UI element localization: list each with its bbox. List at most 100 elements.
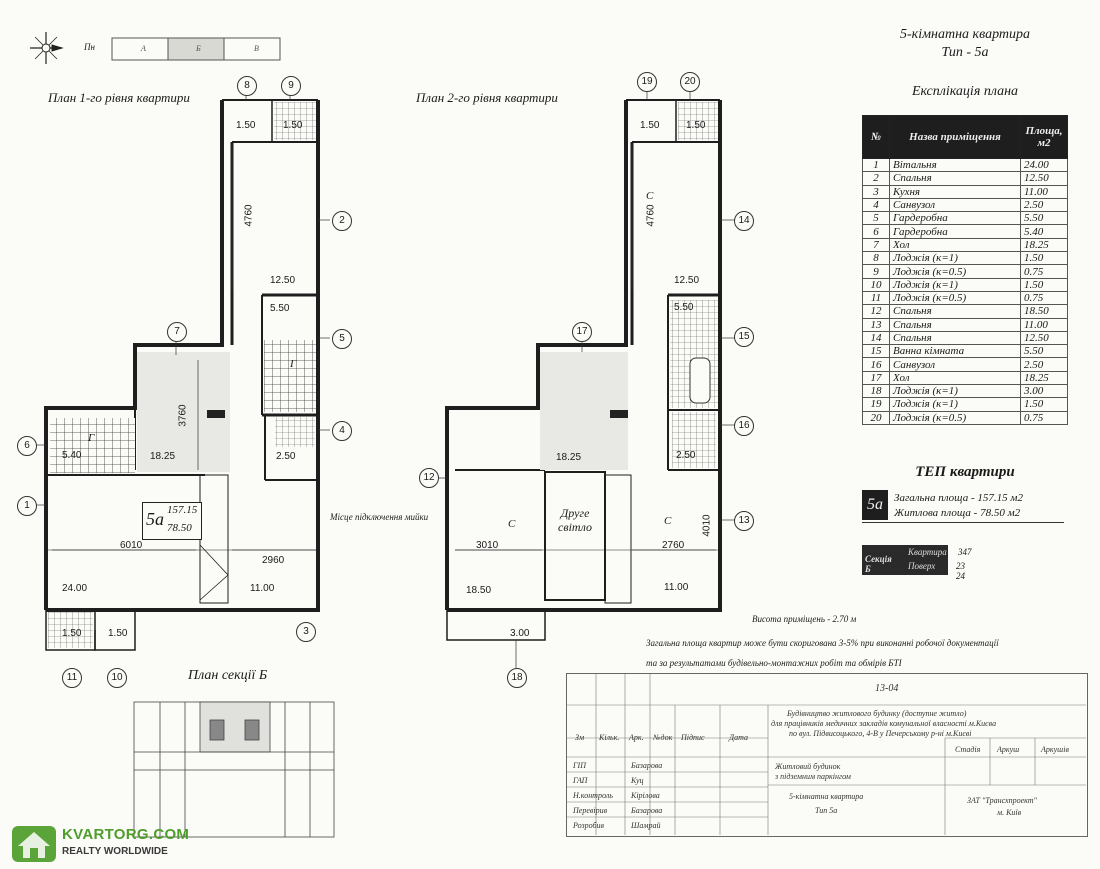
stamp-name-4: Базарова [631,806,663,815]
p2-dim-12-50: 12.50 [674,275,700,286]
note-line1: Загальна площа квартир може бути скориго… [646,638,999,648]
tile-area-6 [50,418,135,473]
p2-mark-c2: С [508,518,516,530]
p1-mark-g1: Г [88,432,95,444]
room-marker-16: 16 [734,416,754,436]
room-name: Ванна кімната [889,344,1021,359]
flat-label: Квартира [908,547,947,557]
p2-dim-11-00: 11.00 [664,582,689,593]
section-dark-cell [862,545,948,575]
room-marker-11: 11 [62,668,82,688]
room-name: Лоджія (к=0.5) [889,410,1021,425]
stamp-org2: м. Київ [997,808,1022,817]
room-area: 5.50 [1020,344,1068,359]
tep-box: 5а Загальна площа - 157.15 м2 Житлова пл… [862,488,1064,523]
stamp-sheet: Аркуш [997,745,1020,754]
p1-dim-1-50b: 1.50 [283,120,303,131]
room-area: 2.50 [1020,197,1068,213]
p1-dim-1-50d: 1.50 [108,628,128,639]
tile-area-5 [264,340,316,412]
tile-area-9 [274,102,316,140]
col-area: Площа, м2 [1020,115,1068,159]
room-no: 14 [862,330,890,346]
stamp-h-doc: №док [653,733,673,742]
stamp-grid [566,673,1086,835]
room-no: 16 [862,357,890,372]
room-marker-2: 2 [332,211,352,231]
room-name: Лоджія (к=1) [889,277,1021,292]
room-name: Спальня [889,317,1021,332]
compass-icon [30,32,64,64]
room-marker-8: 8 [237,76,257,96]
room-marker-7: 7 [167,322,187,342]
tep-code: 5а [862,490,888,520]
p2-dim-1-50a: 1.50 [640,120,660,131]
room-no: 18 [862,384,890,399]
room-name: Хол [889,237,1021,253]
room-no: 8 [862,251,890,266]
room-area: 1.50 [1020,397,1068,412]
stamp-name-1: Базарова [631,761,663,770]
room-name: Кухня [889,184,1021,199]
stamp-h-zm: Зм [575,733,585,742]
p1-dim-12-50: 12.50 [270,275,296,286]
room-area: 0.75 [1020,290,1068,306]
document-title: 5-кімнатна квартира Тип - 5а [870,26,1060,62]
room-marker-5: 5 [332,329,352,349]
room-area: 11.00 [1020,184,1068,199]
room-marker-4: 4 [332,421,352,441]
kvartorg-logo[interactable]: KVARTORG.COM REALTY WORLDWIDE [8,822,190,864]
room-marker-15: 15 [734,327,754,347]
strip-label-c: В [254,44,259,53]
stamp-role-2: ГАП [573,776,588,785]
room-marker-18: 18 [507,668,527,688]
tile-area-20 [678,102,718,140]
stamp-sheets: Аркушів [1041,745,1069,754]
room-name: Санвузол [889,197,1021,213]
room-no: 1 [862,157,890,173]
floor-value: 23 24 [956,561,965,581]
floor-label: Поверх [908,561,936,571]
room-no: 2 [862,171,890,186]
p1-dim-11-00: 11.00 [250,583,275,594]
house-icon [12,826,56,862]
room-no: 6 [862,224,890,239]
title-line1: 5-кімнатна квартира [900,27,1030,42]
room-no: 4 [862,197,890,213]
p2-dim-18-25: 18.25 [556,452,582,463]
second-light-label: Друге світло [558,506,592,534]
p2-mark-c1: С [646,190,654,202]
badge-code: 5а [146,509,164,529]
logo-name: KVARTORG.COM [62,826,190,843]
stamp-role-1: ГІП [573,761,586,770]
room-name: Хол [889,370,1021,386]
room-no: 11 [862,290,890,306]
plan1-title: План 1-го рівня квартири [48,90,190,105]
stamp-h-kilk: Кільк. [599,733,620,742]
section-strip [111,37,281,61]
room-name: Гардеробна [889,224,1021,239]
room-area: 0.75 [1020,410,1068,425]
p1-dim-1-50c: 1.50 [62,628,82,639]
room-name: Санвузол [889,357,1021,372]
room-marker-20: 20 [680,72,700,92]
room-marker-14: 14 [734,211,754,231]
plan2-title: План 2-го рівня квартири [416,90,558,105]
room-name: Лоджія (к=1) [889,384,1021,399]
p2-dim-3-00: 3.00 [510,628,530,639]
section-plan-thumbnail [133,701,335,838]
room-name: Спальня [889,330,1021,346]
room-marker-19: 19 [637,72,657,92]
